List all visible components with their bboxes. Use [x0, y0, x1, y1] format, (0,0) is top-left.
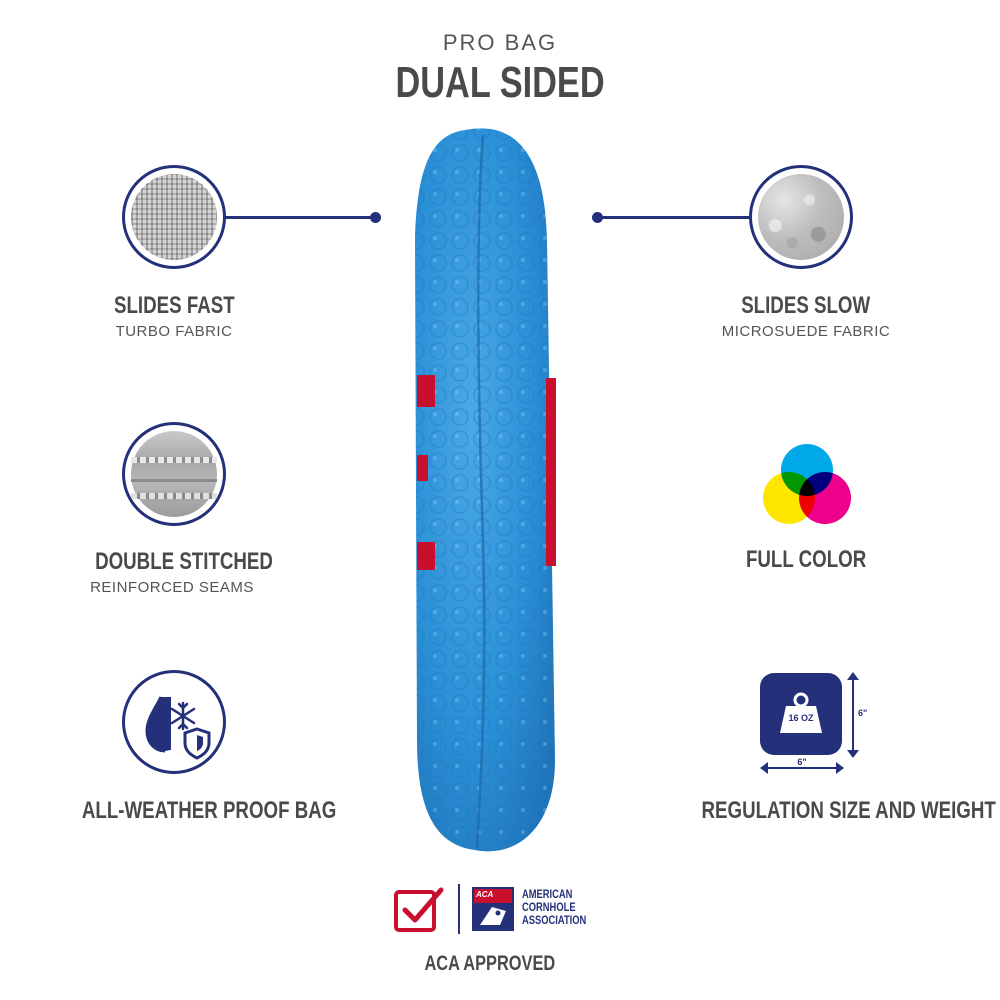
- regulation-title-wrap: REGULATION SIZE AND WEIGHT: [660, 797, 996, 825]
- connector-left: [225, 216, 375, 219]
- bag-red-stripe-1: [417, 375, 435, 407]
- weather-proof-title-wrap: ALL-WEATHER PROOF BAG: [46, 797, 336, 825]
- double-stitched-title-wrap: DOUBLE STITCHED: [70, 548, 274, 576]
- bag-red-stripe-right: [546, 378, 556, 566]
- stitched-seam-swatch: [122, 422, 226, 526]
- bag-red-stripe-2: [417, 455, 428, 481]
- full-color-icon: [763, 444, 851, 524]
- connector-dot-left: [370, 212, 381, 223]
- aca-approved-wrap: ACA APPROVED: [0, 952, 980, 976]
- aca-name: AMERICAN CORNHOLE ASSOCIATION: [522, 888, 604, 927]
- slides-fast-title-wrap: SLIDES FAST: [74, 292, 274, 320]
- aca-name-line2: CORNHOLE: [522, 900, 576, 914]
- microsuede-fabric-swatch: [749, 165, 853, 269]
- footer-divider: [458, 884, 460, 934]
- double-stitched-title: DOUBLE STITCHED: [95, 548, 273, 575]
- page-title: DUAL SIDED: [395, 58, 605, 107]
- aca-logo-badge: ACA: [476, 890, 494, 899]
- height-arrow-down: [847, 750, 859, 758]
- width-dimension-line: [766, 767, 838, 769]
- height-label: 6": [858, 708, 868, 718]
- width-arrow-right: [836, 762, 844, 774]
- weight-label: 16 OZ: [788, 713, 814, 723]
- bag-red-stripe-3: [417, 542, 435, 570]
- cornhole-bag-image: [415, 128, 556, 852]
- weight-icon: [780, 692, 822, 733]
- checkmark-icon: [394, 887, 444, 932]
- header-kicker: PRO BAG: [442, 30, 558, 55]
- aca-logo: ACA: [472, 887, 514, 931]
- full-color-title: FULL COLOR: [745, 546, 867, 573]
- height-dimension-line: [852, 676, 854, 752]
- connector-right: [597, 216, 749, 219]
- regulation-bag-icon: 16 OZ: [760, 673, 842, 755]
- slides-slow-subtitle: MICROSUEDE FABRIC: [721, 323, 891, 340]
- width-label: 6": [784, 757, 820, 767]
- slides-fast-title: SLIDES FAST: [113, 292, 235, 319]
- width-arrow-left: [760, 762, 768, 774]
- weather-proof-icon: [145, 696, 211, 760]
- full-color-title-wrap: FULL COLOR: [706, 546, 906, 574]
- slides-slow-title-wrap: SLIDES SLOW: [706, 292, 906, 320]
- connector-dot-right: [592, 212, 603, 223]
- turbo-fabric-swatch: [122, 165, 226, 269]
- regulation-title: REGULATION SIZE AND WEIGHT: [701, 797, 996, 824]
- height-arrow-up: [847, 672, 859, 680]
- weather-proof-icon-circle: [122, 670, 226, 774]
- aca-name-line3: ASSOCIATION: [522, 913, 587, 927]
- slides-slow-title: SLIDES SLOW: [741, 292, 871, 319]
- double-stitched-subtitle: REINFORCED SEAMS: [90, 579, 254, 596]
- aca-name-line1: AMERICAN: [522, 887, 573, 901]
- slides-fast-subtitle: TURBO FABRIC: [115, 323, 233, 340]
- aca-cornhole-board-icon: [480, 907, 506, 925]
- aca-approved-label: ACA APPROVED: [424, 952, 556, 975]
- header-title-wrap: DUAL SIDED: [0, 58, 1000, 108]
- weather-proof-title: ALL-WEATHER PROOF BAG: [81, 797, 337, 824]
